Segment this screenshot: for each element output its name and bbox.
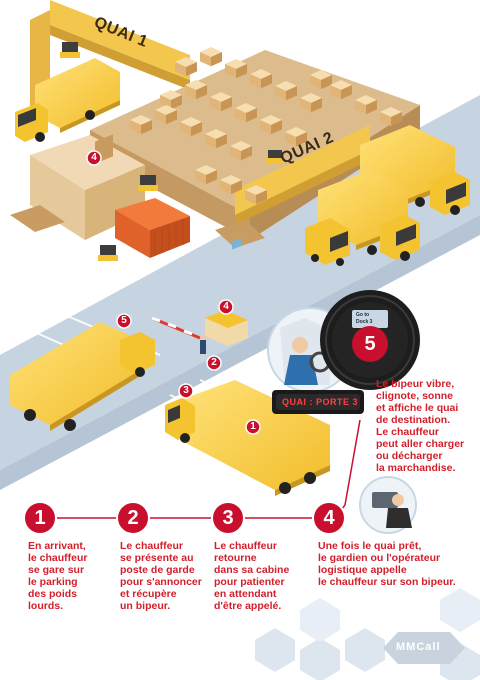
pallet-box: [285, 127, 307, 147]
location-badge: [86, 150, 102, 166]
step-circle: [116, 501, 150, 535]
pallet-box: [195, 165, 217, 185]
pallet-box: [260, 115, 282, 135]
pallet-box: [155, 105, 177, 125]
pallet-box: [220, 175, 242, 195]
badge-cab-number: 3: [183, 385, 189, 396]
step-3-number: 3: [222, 507, 234, 529]
pager-screen-top: Go to: [356, 312, 370, 318]
pallet-box: [210, 92, 232, 112]
location-badge: [206, 355, 222, 371]
pallet-stacks: [130, 47, 402, 205]
pallet-box: [245, 185, 267, 205]
pallet-box: [380, 107, 402, 127]
pallet-box: [175, 57, 197, 77]
pager-device: [320, 290, 420, 390]
pallet-box: [355, 95, 377, 115]
location-badge: [218, 299, 234, 315]
pallet-box: [205, 129, 227, 149]
pallet-box: [250, 69, 272, 89]
guard-booth: [200, 237, 248, 354]
pallet-box: [230, 141, 252, 161]
pager-screen-bottom: Dock 3: [356, 319, 373, 325]
location-badges: [86, 150, 261, 435]
pallet-box: [235, 103, 257, 123]
location-badge: [116, 313, 132, 329]
step-2-number: 2: [127, 507, 139, 529]
pallet-box: [130, 115, 152, 135]
mmcall-logo: MMCall: [396, 641, 441, 653]
badge-office-number: 4: [91, 152, 97, 163]
pallet-box: [185, 80, 207, 100]
badge-booth-number: 4: [223, 301, 229, 312]
location-badge: [245, 419, 261, 435]
pallet-box: [180, 117, 202, 137]
badge-parking-number: 5: [121, 315, 127, 326]
operator-illustration: [359, 476, 417, 534]
pallet-box: [225, 59, 247, 79]
badge-guard-number: 2: [211, 357, 217, 368]
van: [305, 218, 350, 266]
step-4-number: 4: [323, 507, 335, 529]
badge-trailer-number: 1: [250, 421, 256, 432]
pallet-box: [200, 47, 222, 67]
truck-parking: [10, 322, 155, 431]
pallet-box: [310, 70, 332, 90]
step-circle: [211, 501, 245, 535]
step-circles: [23, 501, 346, 535]
step-circle: [312, 501, 346, 535]
pallet-box: [275, 81, 297, 101]
pallet-box: [300, 93, 322, 113]
step-5-number: 5: [364, 333, 376, 355]
barrier: [151, 316, 201, 340]
pallet-box: [330, 80, 352, 100]
truck-quai1: [15, 58, 120, 142]
warehouse: [10, 0, 420, 258]
hex-pattern: [255, 588, 480, 680]
door-screen-text: QUAI : PORTE 3: [282, 397, 359, 407]
step-circle: [23, 501, 57, 535]
forklift: [60, 42, 284, 261]
logo-badge: [383, 632, 465, 664]
location-badge: [178, 383, 194, 399]
step-4-text: Une fois le quai prêt,le gardien ou l'op…: [318, 540, 456, 588]
door-screen: [272, 390, 364, 414]
pallet-box: [160, 90, 182, 110]
step-1-number: 1: [34, 507, 46, 529]
